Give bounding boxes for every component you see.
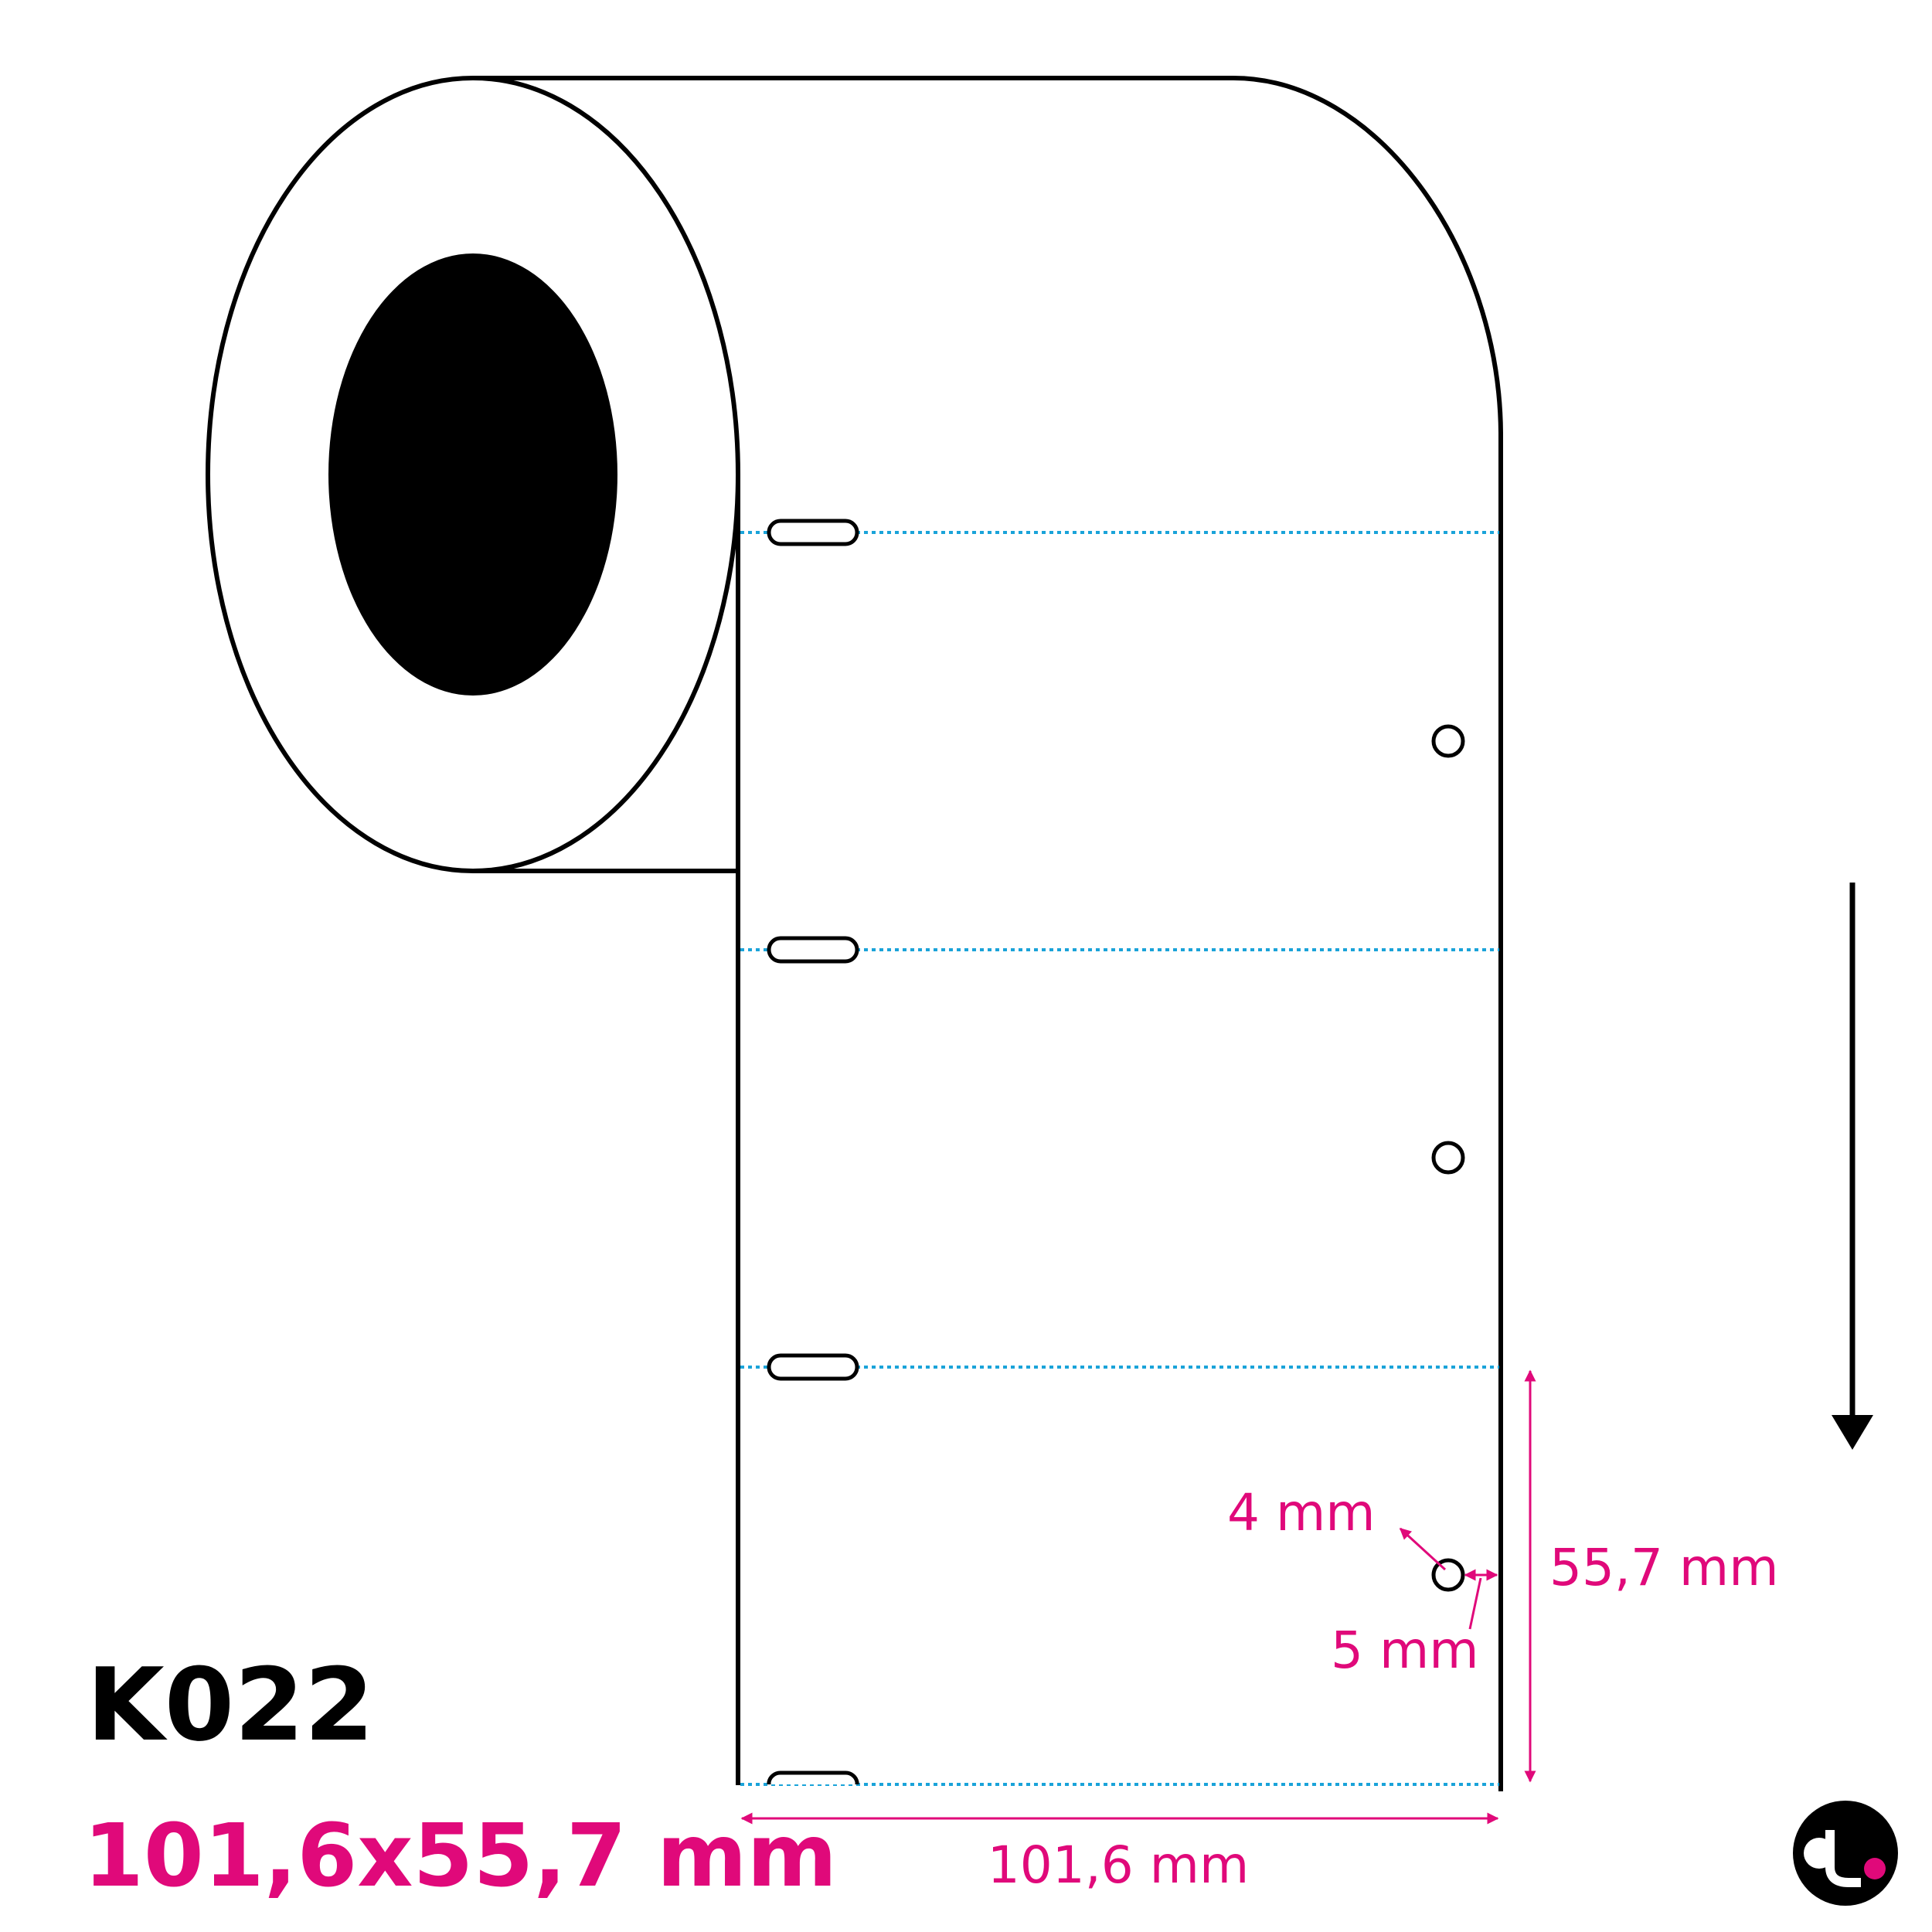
roll-core xyxy=(328,253,617,696)
brand-logo-icon xyxy=(1793,1801,1898,1906)
product-size: 101,6x55,7 mm xyxy=(83,1806,837,1906)
round-hole xyxy=(1431,724,1465,758)
hole-offset-label: 5 mm xyxy=(1331,1621,1479,1680)
round-hole xyxy=(1431,1558,1465,1592)
product-code: K022 xyxy=(87,1646,374,1764)
roll-body-outline xyxy=(473,76,1503,1791)
slot-hole xyxy=(767,519,859,546)
round-hole xyxy=(1431,1141,1465,1175)
slot-hole xyxy=(767,1770,859,1784)
height-label: 55,7 mm xyxy=(1549,1538,1779,1597)
slot-hole xyxy=(767,1353,859,1381)
hole-diameter-label: 4 mm xyxy=(1227,1483,1376,1543)
slot-hole xyxy=(767,936,859,964)
width-label: 101,6 mm xyxy=(988,1835,1250,1895)
arrow-down-icon xyxy=(1832,883,1873,1450)
hole-diameter-leader xyxy=(1399,1527,1447,1571)
hole-offset-leader xyxy=(1468,1577,1482,1630)
